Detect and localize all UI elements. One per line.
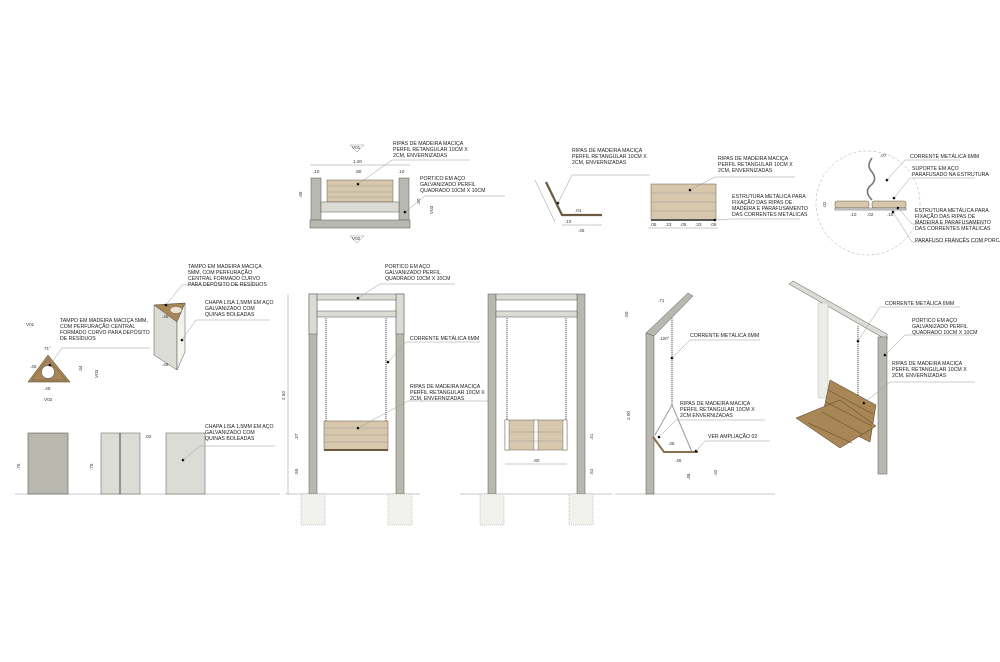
view-label-v02: V02 (352, 236, 361, 241)
dim-side-top: .50 (624, 311, 629, 318)
dim-side-angle: 120° (660, 336, 670, 341)
view-label-v01: V01 (352, 145, 361, 150)
dim-detail-chain: .07 (880, 153, 887, 158)
view-label-v01-bin: V01 (26, 322, 35, 327)
dim-front-edge2: .05 (710, 222, 717, 227)
dim-seat-w: .80 (533, 458, 540, 463)
dim-bin-height: .75 (16, 463, 21, 470)
note-ver-ampliacao: VER AMPLIAÇÃO 02 (708, 433, 757, 440)
dim-seat-base: .55 (294, 468, 299, 475)
dim-seat-h2: .41 (589, 433, 594, 440)
dim-bin-h: .34 (78, 365, 83, 372)
dim-bin-iso-side: .45 (162, 362, 169, 367)
dim-side-back: .35 (668, 441, 675, 446)
dim-plan-post-right: .10 (398, 169, 405, 174)
swing-plan-view: V01 1.20 .80 .10 .10 .45 .30 V02 V03 RIP… (298, 141, 505, 244)
beam (309, 219, 411, 229)
seat-front-view: .05 .33 .05 .33 .05 RIPAS DE MADEIRA MAC… (648, 156, 808, 229)
note-tampo-plan: TAMPO EM MADEIRA MACIÇA 5MM,COM PERFURAÇ… (60, 318, 150, 342)
note-corrente-side: CORRENTE METÁLICA 6MM (690, 332, 759, 339)
dim-front-edge: .05 (650, 222, 657, 227)
dim-detail-h: .02 (822, 201, 827, 208)
post (310, 177, 322, 221)
dim-plan-h: .45 (298, 191, 303, 198)
bin-plan-iso: 71° .45 .45 .34 V03 V01 V02 TAMPO EM MAD… (26, 264, 274, 402)
dim-bin-top: .02 (145, 434, 152, 439)
dim-side-h: .48 (686, 473, 691, 480)
note-corrente-iso: CORRENTE METÁLICA 6MM (885, 300, 954, 307)
post (398, 177, 410, 221)
dim-detail-w2: .10 (887, 212, 894, 217)
dim-plan-h2: .30 (416, 198, 421, 205)
dim-detail-gap: .02 (867, 212, 874, 217)
dim-plan-seat: .80 (355, 169, 362, 174)
dim-plan-post: .10 (313, 169, 320, 174)
dim-front-mid: .05 (680, 222, 687, 227)
dim-bin-height-2: .75 (89, 463, 94, 470)
dim-bin-angle: 71° (44, 346, 51, 351)
dim-side-seat: .45 (675, 458, 682, 463)
dim-side-h2: .42 (713, 469, 718, 476)
view-label-v03: V03 (429, 205, 434, 214)
note-parafuso: PARAFUSO FRANCÊS COM PORCA (915, 236, 1000, 244)
dim-profile-seg: .10 (565, 219, 572, 224)
dim-bin-iso-top: .45 (162, 314, 169, 319)
note-corrente-front: CORRENTE METÁLICA 6MM (410, 335, 479, 342)
dim-bin-base: .45 (44, 386, 51, 391)
dim-profile-slat: .01 (575, 208, 582, 213)
dim-detail-w: .10 (850, 212, 857, 217)
dim-bin-side: .45 (30, 364, 37, 369)
view-label-v02-bin: V02 (44, 397, 53, 402)
view-label-v03-bin: V03 (94, 369, 99, 378)
dim-seat-h: .37 (294, 433, 299, 440)
dim-swing-height: 2.50 (281, 391, 286, 400)
dim-side-arm: .71 (658, 298, 665, 303)
dim-front-gap2: .33 (695, 222, 702, 227)
swing-rear-elevation: .80 .41 .52 (460, 293, 612, 526)
note-corrente-detail: CORRENTE METÁLICA 6MM (910, 153, 979, 160)
dim-seat-base2: .52 (589, 468, 594, 475)
seat-slats (326, 179, 394, 203)
dim-plan-width: 1.20 (353, 159, 362, 164)
seat-frame (320, 201, 400, 213)
dim-side-height: 2.00 (626, 411, 631, 420)
dim-front-gap: .33 (665, 222, 672, 227)
swing-side-elevation: .50 .71 120° 2.00 .35 .45 .48 .42 CORREN… (615, 292, 775, 495)
dim-profile-total: .45 (578, 228, 585, 233)
detail-ampliacao-02: .07 .02 .10 .02 .10 CORRENTE METÁLICA 6M… (815, 150, 1000, 256)
